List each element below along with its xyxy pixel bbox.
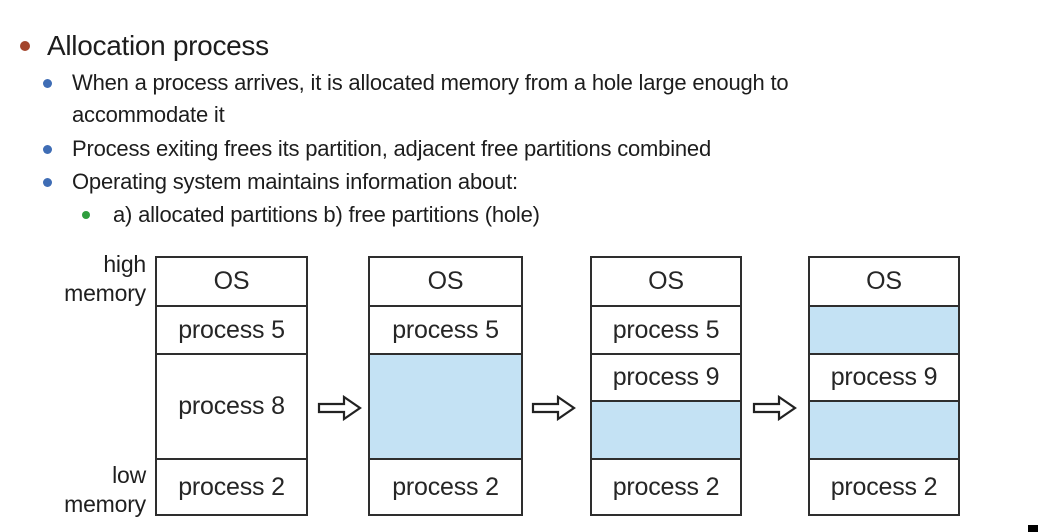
memory-cell-process-5: process 5	[592, 307, 740, 355]
memory-diagram-stage-2: OS process 5 process 2	[368, 256, 523, 516]
memory-cell-process-8: process 8	[157, 355, 306, 460]
slide-title-row: Allocation process	[20, 28, 269, 64]
page-title: Allocation process	[47, 30, 269, 61]
memory-cell-process-2: process 2	[157, 460, 306, 514]
memory-cell-free-hole	[592, 402, 740, 460]
bullet-item: When a process arrives, it is allocated …	[43, 67, 920, 131]
memory-cell-process-5: process 5	[370, 307, 521, 355]
memory-cell-free-hole	[810, 402, 958, 460]
right-arrow-icon	[752, 395, 797, 421]
low-memory-label: low memory	[0, 461, 146, 519]
bullet-dot-icon	[20, 41, 30, 51]
memory-diagram-stage-1: OS process 5 process 8 process 2	[155, 256, 308, 516]
bullet-dot-icon	[82, 211, 90, 219]
memory-cell-os: OS	[592, 258, 740, 307]
high-memory-label-line2: memory	[64, 280, 146, 306]
high-memory-label-line1: high	[103, 251, 146, 277]
memory-cell-process-2: process 2	[592, 460, 740, 514]
low-memory-label-line2: memory	[64, 491, 146, 517]
right-arrow-icon	[531, 395, 576, 421]
memory-cell-os: OS	[810, 258, 958, 307]
memory-cell-free-hole	[810, 307, 958, 355]
bullet-dot-icon	[43, 79, 52, 88]
memory-cell-os: OS	[157, 258, 306, 307]
bullet-text: a) allocated partitions b) free partitio…	[113, 202, 540, 227]
bullet-item: Operating system maintains information a…	[43, 166, 518, 198]
bullet-item: Process exiting frees its partition, adj…	[43, 133, 711, 165]
memory-diagram-stage-3: OS process 5 process 9 process 2	[590, 256, 742, 516]
bullet-text: When a process arrives, it is allocated …	[72, 70, 789, 127]
bullet-item: a) allocated partitions b) free partitio…	[82, 199, 540, 231]
memory-cell-process-9: process 9	[592, 355, 740, 402]
corner-mark	[1028, 525, 1038, 532]
memory-cell-process-9: process 9	[810, 355, 958, 402]
memory-cell-process-5: process 5	[157, 307, 306, 355]
bullet-text: Process exiting frees its partition, adj…	[72, 136, 711, 161]
memory-cell-os: OS	[370, 258, 521, 307]
bullet-text: Operating system maintains information a…	[72, 169, 518, 194]
memory-cell-process-2: process 2	[370, 460, 521, 514]
right-arrow-icon	[317, 395, 362, 421]
low-memory-label-line1: low	[112, 462, 146, 488]
memory-cell-free-hole	[370, 355, 521, 460]
memory-cell-process-2: process 2	[810, 460, 958, 514]
bullet-dot-icon	[43, 145, 52, 154]
high-memory-label: high memory	[0, 250, 146, 308]
bullet-dot-icon	[43, 178, 52, 187]
memory-diagram-stage-4: OS process 9 process 2	[808, 256, 960, 516]
